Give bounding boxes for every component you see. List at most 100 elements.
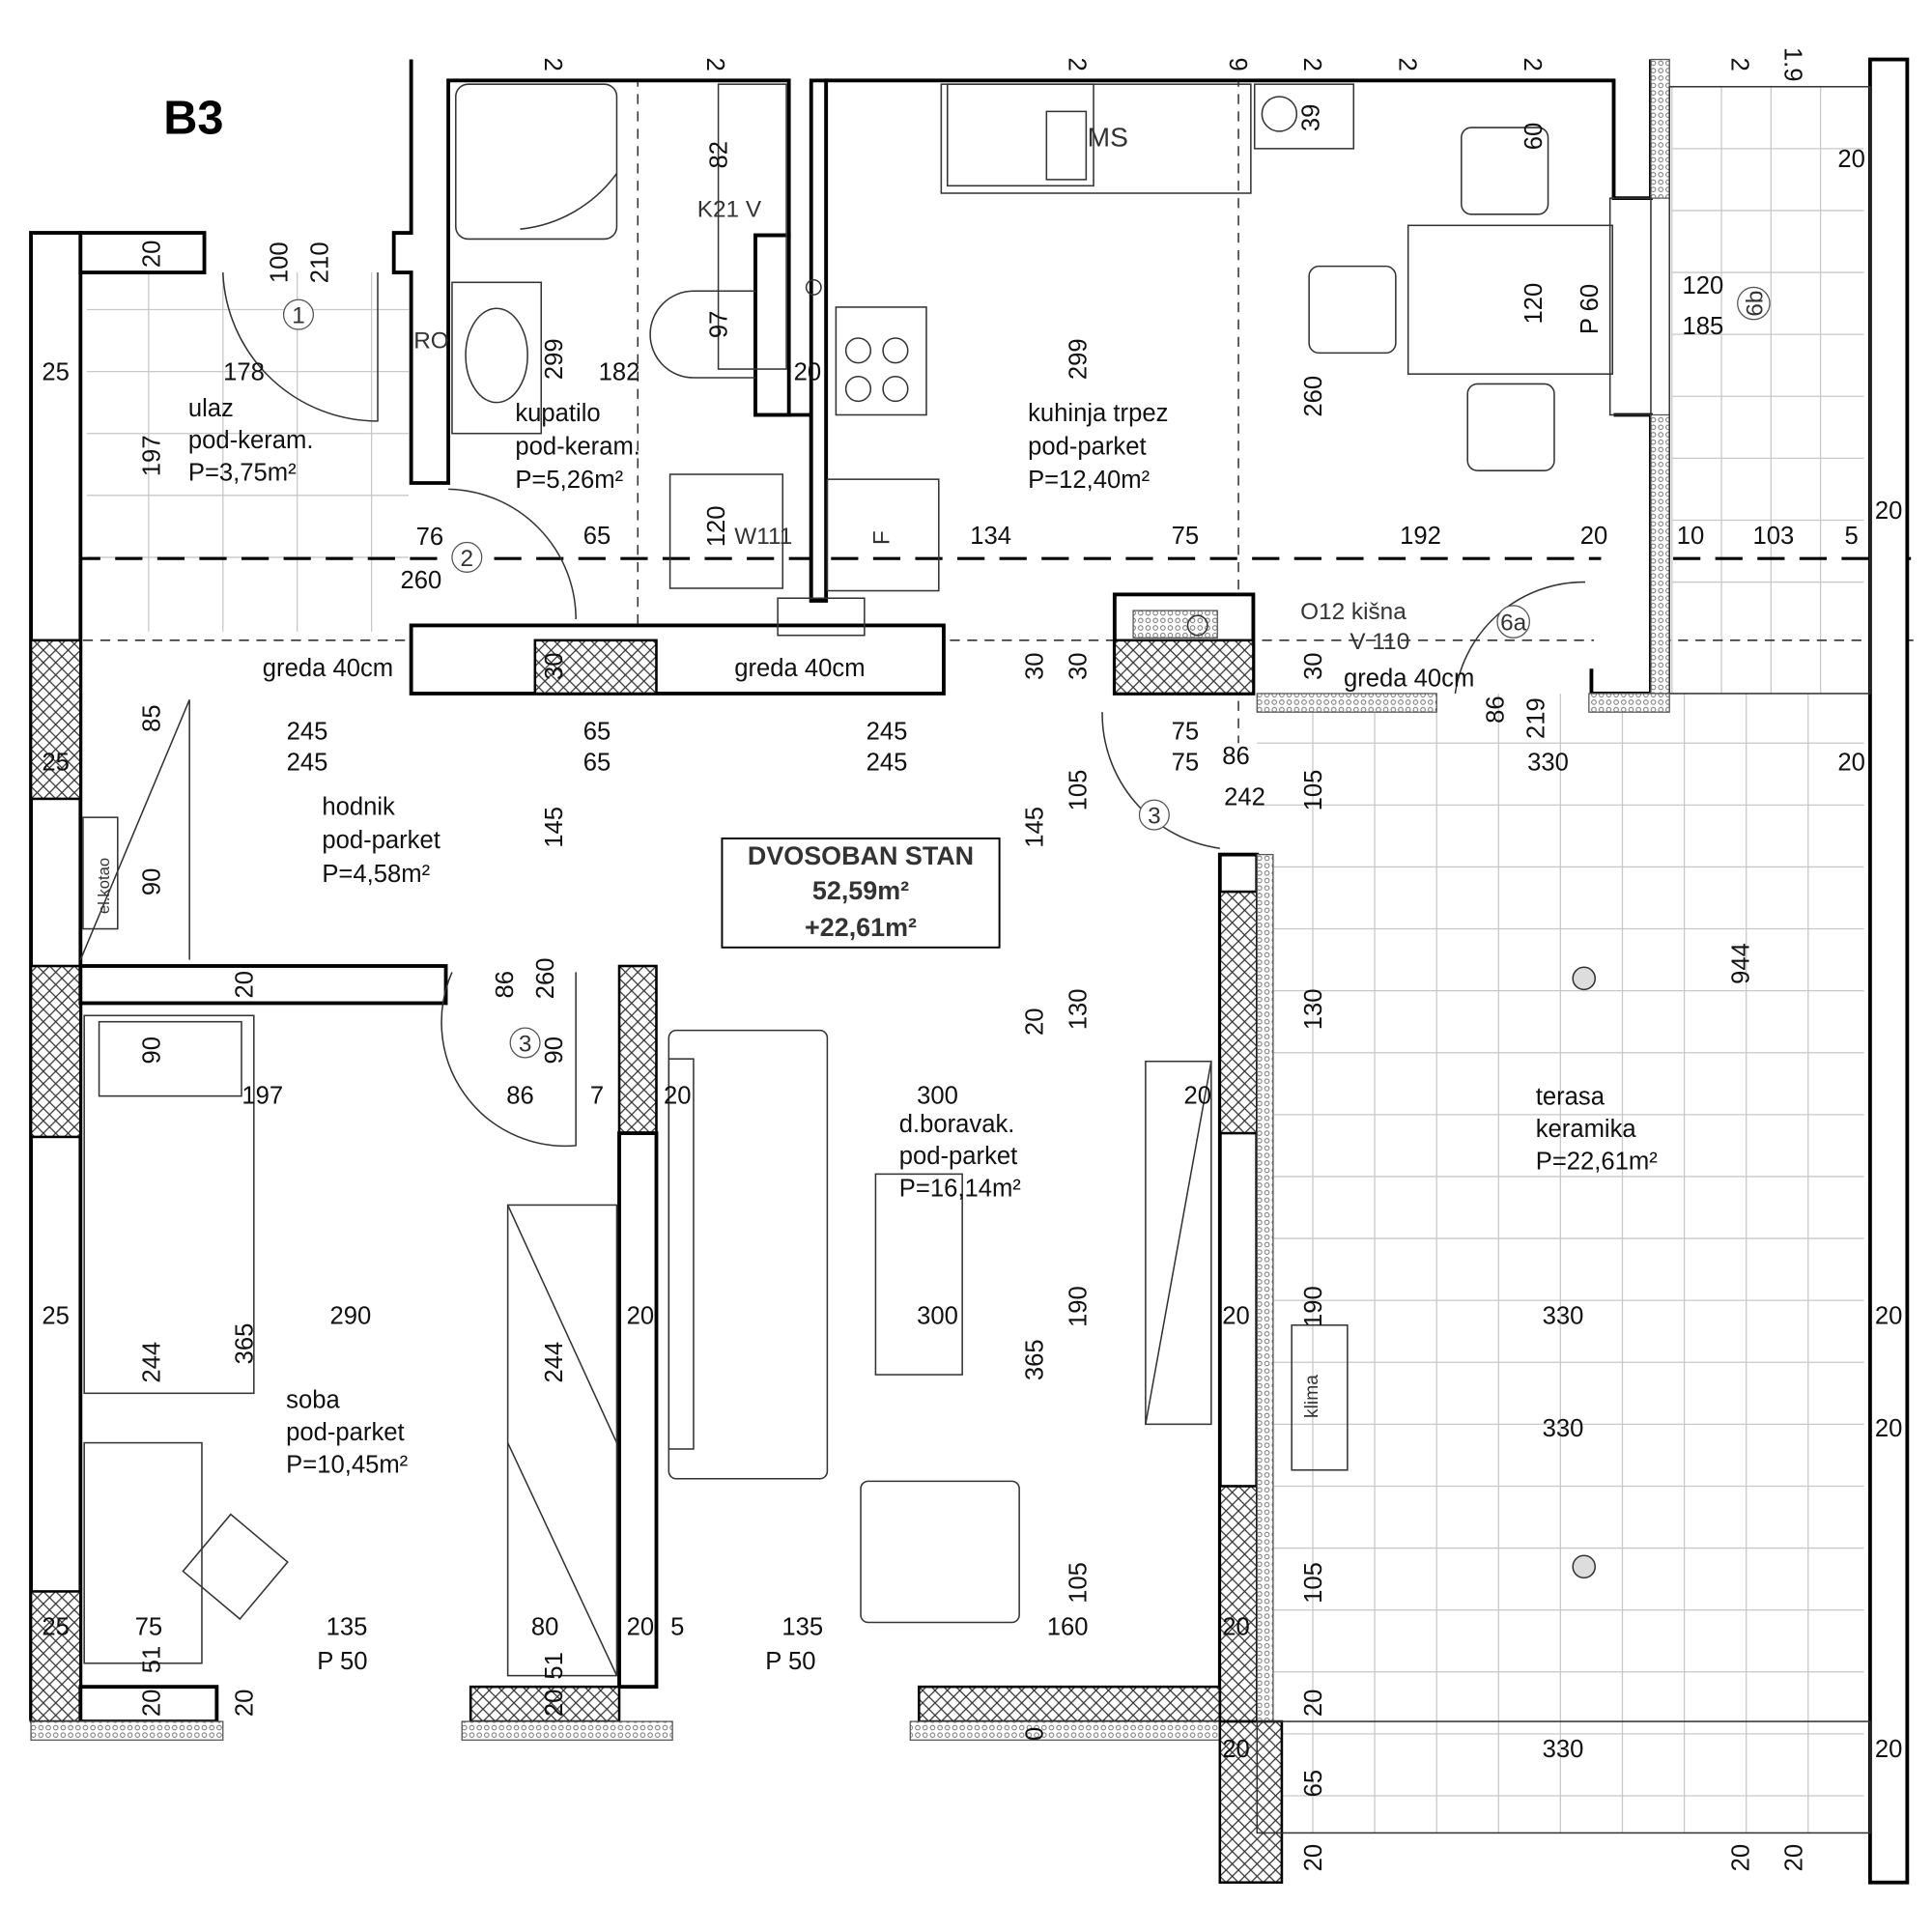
dimension-label: 97 xyxy=(706,311,733,339)
dimension-label: 135 xyxy=(327,1613,368,1640)
dimension-label: 219 xyxy=(1523,697,1550,739)
dimension-label: 2 xyxy=(1298,58,1325,71)
dimension-label: 20 xyxy=(1222,1613,1250,1640)
dimension-label: 2 xyxy=(1519,58,1546,71)
window-label: P 50 xyxy=(765,1648,815,1675)
dimension-label: 10 xyxy=(1677,523,1705,550)
dimension-label: 105 xyxy=(1300,1562,1327,1604)
dimension-label: 20 xyxy=(1222,1303,1250,1330)
dimension-label: 145 xyxy=(1021,807,1048,848)
dimension-label: 85 xyxy=(138,704,165,732)
dimension-label: 20 xyxy=(627,1303,655,1330)
room-label-boravak: d.boravak. pod-parket P=16,14m² xyxy=(899,1111,1022,1203)
dimension-label: 245 xyxy=(287,718,328,745)
dimension-label: 145 xyxy=(541,807,568,848)
door-tag: 3 xyxy=(1148,804,1161,830)
dimension-label: 5 xyxy=(670,1613,684,1640)
dimension-label: 365 xyxy=(232,1323,259,1365)
dimension-label: 105 xyxy=(1300,770,1327,811)
room-area: P=16,14m² xyxy=(899,1175,1022,1202)
f-label: F xyxy=(869,530,895,545)
desk xyxy=(83,1441,203,1664)
beam-label: greda 40cm xyxy=(734,655,865,682)
room-label-kuhinja: kuhinja trpez pod-parket P=12,40m² xyxy=(1028,400,1168,494)
room-floor: pod-parket xyxy=(899,1143,1018,1170)
room-floor: pod-parket xyxy=(1028,434,1147,461)
room-floor: pod-parket xyxy=(322,827,440,854)
stove xyxy=(835,306,927,416)
dimension-label: 178 xyxy=(223,359,265,386)
klima-label: klima xyxy=(1302,1375,1322,1418)
apartment-summary: DVOSOBAN STAN 52,59m² +22,61m² xyxy=(748,841,974,942)
dimension-label: 20 xyxy=(1875,1303,1903,1330)
beam-label: greda 40cm xyxy=(1344,665,1474,692)
desk-chair xyxy=(182,1513,289,1621)
ac-unit xyxy=(1291,1324,1349,1471)
room-label-ulaz: ulaz pod-keram. P=3,75m² xyxy=(188,395,314,487)
dimension-label: 20 xyxy=(1300,1690,1327,1718)
dimension-label: 135 xyxy=(781,1613,823,1640)
dimension-label: 2 xyxy=(1063,58,1090,71)
dimension-label: 244 xyxy=(541,1342,568,1383)
dimension-label: 75 xyxy=(1172,718,1200,745)
walls xyxy=(29,57,1910,1885)
dimension-label: 20 xyxy=(1021,1008,1048,1036)
dimension-label: 25 xyxy=(42,1303,70,1330)
room-area: P=3,75m² xyxy=(188,459,297,486)
dimension-label: 65 xyxy=(583,749,611,776)
dimension-label: 60 xyxy=(1520,123,1548,151)
dimension-label: 134 xyxy=(970,523,1011,550)
dimension-label: 25 xyxy=(42,359,70,386)
dimension-label: 20 xyxy=(1222,1736,1250,1763)
room-floor: keramika xyxy=(1536,1116,1637,1143)
furniture xyxy=(79,83,1652,1677)
dimension-label: 20 xyxy=(627,1613,655,1640)
room-name: d.boravak. xyxy=(899,1111,1015,1138)
room-area: P=10,45m² xyxy=(286,1451,409,1478)
beam-label: greda 40cm xyxy=(263,655,393,682)
ms-label: MS xyxy=(1088,121,1128,152)
w111-label: W111 xyxy=(734,524,792,550)
dimension-label: 260 xyxy=(1300,376,1327,417)
dimension-label: 120 xyxy=(1682,272,1723,299)
dimension-label: 82 xyxy=(706,141,733,169)
toilet xyxy=(649,290,756,379)
dimension-label: 76 xyxy=(416,524,444,551)
boiler xyxy=(1253,83,1355,150)
apartment-type: DVOSOBAN STAN xyxy=(748,841,974,870)
dimension-label: 86 xyxy=(1222,743,1250,770)
dimension-label: 105 xyxy=(1065,770,1092,811)
dimension-label: 2 xyxy=(539,58,566,71)
dimension-label: 7 xyxy=(590,1082,604,1109)
door-tag: 2 xyxy=(461,546,474,572)
dimension-label: 245 xyxy=(867,718,908,745)
window-label: P 60 xyxy=(1577,284,1604,334)
dimension-label: 20 xyxy=(1837,146,1865,173)
washbasin xyxy=(451,281,543,435)
bed xyxy=(83,1014,255,1395)
window-label: P 50 xyxy=(317,1648,367,1675)
dimension-label: 20 xyxy=(1300,1844,1327,1872)
shower-tray xyxy=(455,83,618,241)
dimension-label: 20 xyxy=(232,1690,259,1718)
dimension-label: 20 xyxy=(1875,1415,1903,1442)
room-label-hodnik: hodnik pod-parket P=4,58m² xyxy=(322,794,440,888)
dimension-label: 130 xyxy=(1065,988,1092,1030)
dimension-label: 86 xyxy=(1482,696,1509,724)
room-area: P=12,40m² xyxy=(1028,467,1151,494)
dimension-label: 20 xyxy=(1837,749,1865,776)
dimension-label: 86 xyxy=(492,971,519,999)
o12-label: O12 kišna xyxy=(1300,599,1406,625)
chair xyxy=(1466,383,1555,471)
dimension-label: 210 xyxy=(307,242,334,283)
dimension-label: 299 xyxy=(1065,338,1092,380)
dimension-label: 944 xyxy=(1727,943,1754,984)
dimension-label: 20 xyxy=(1580,523,1608,550)
dimension-label: 20 xyxy=(794,359,822,386)
door-tags: 1 2 3 3 6a 6b xyxy=(282,286,1771,1059)
dimension-label: 30 xyxy=(1065,652,1092,680)
dimension-label: 5 xyxy=(1845,523,1859,550)
dimension-label: 90 xyxy=(541,1037,568,1065)
unit-code: B3 xyxy=(163,92,223,144)
